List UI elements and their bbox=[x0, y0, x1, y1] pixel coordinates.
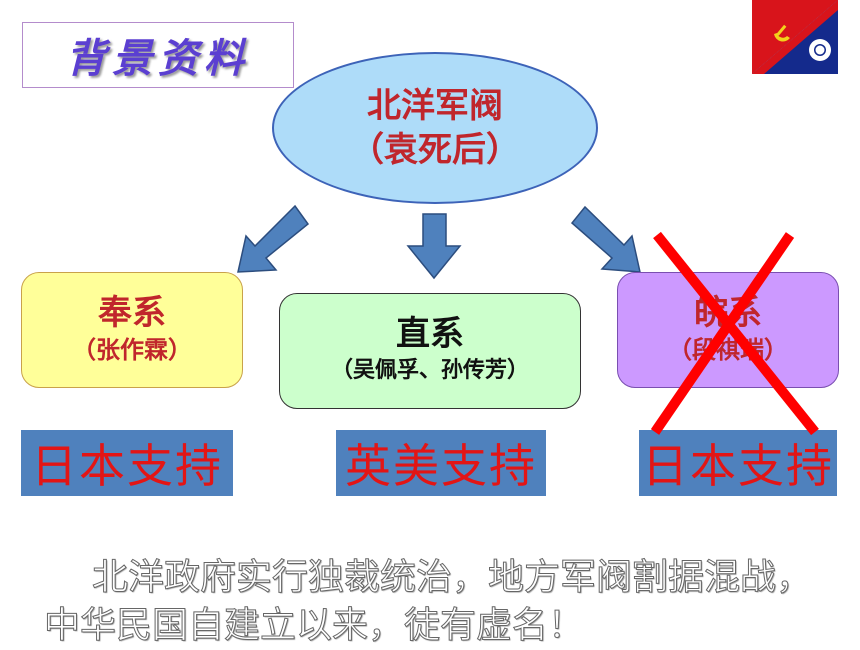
faction-leader: （段祺瑞） bbox=[668, 336, 788, 364]
summary-line-1: 北洋政府实行独裁统治，地方军阀割据混战， bbox=[92, 557, 813, 599]
support-label-anhui: 日本支持 bbox=[639, 430, 837, 496]
zhili-clique-box: 直系 （吴佩孚、孙传芳） bbox=[279, 293, 581, 409]
faction-leader: （张作霖） bbox=[72, 336, 192, 364]
summary-line-2: 中华民国自建立以来，徒有虚名！ bbox=[44, 605, 585, 647]
support-label-fengtian: 日本支持 bbox=[21, 430, 233, 496]
faction-name: 皖系 bbox=[694, 293, 762, 333]
down-arrow-icon bbox=[237, 204, 641, 280]
faction-name: 直系 bbox=[396, 314, 464, 354]
faction-leader: （吴佩孚、孙传芳） bbox=[330, 358, 529, 383]
page-title: 背景资料 bbox=[66, 36, 250, 82]
faction-name: 奉系 bbox=[98, 293, 166, 333]
summary-text: 北洋政府实行独裁统治，地方军阀割据混战， 中华民国自建立以来，徒有虚名！ bbox=[44, 554, 854, 650]
support-label-zhili: 英美支持 bbox=[336, 430, 546, 496]
beiyang-warlords-node: 北洋军阀 （袁死后） bbox=[272, 52, 598, 204]
beiyang-subtitle: （袁死后） bbox=[350, 130, 520, 170]
party-flag-icon bbox=[752, 0, 838, 74]
anhui-clique-box: 皖系 （段祺瑞） bbox=[617, 272, 839, 388]
title-box: 背景资料 bbox=[22, 22, 294, 88]
fengtian-clique-box: 奉系 （张作霖） bbox=[21, 272, 243, 388]
beiyang-title: 北洋军阀 bbox=[367, 86, 503, 126]
